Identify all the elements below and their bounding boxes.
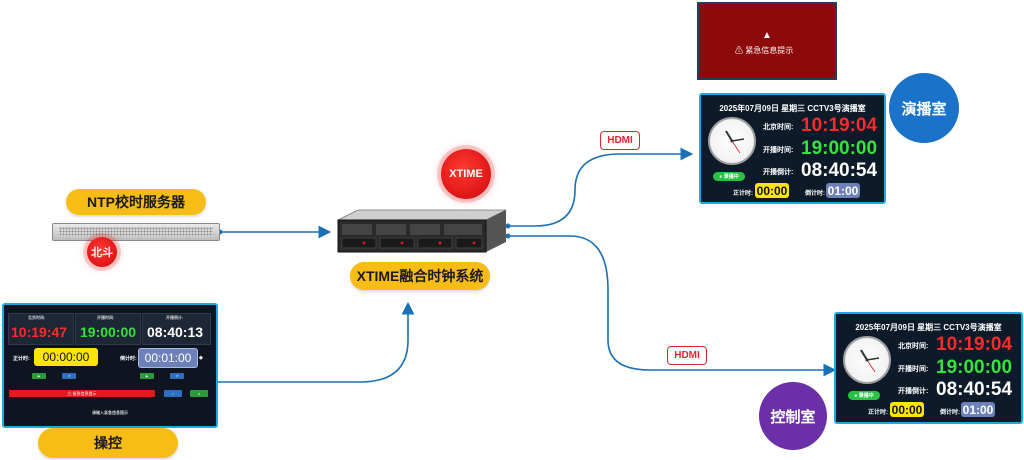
control-display-title: 2025年07月09日 星期三 CCTV3号演播室 <box>855 323 1002 332</box>
panel-countdown: 08:40:13 <box>147 324 204 340</box>
panel-timer-reset-button[interactable]: ↺ <box>62 373 76 379</box>
broadcast-clock <box>708 117 756 165</box>
panel-bj-label: 北京时间: <box>28 315 46 320</box>
control-clock <box>843 336 891 384</box>
ntp-server-label: NTP校时服务器 <box>66 189 206 215</box>
control-count: 01:00 <box>961 402 995 417</box>
broadcast-start-label: 开播时间: <box>763 147 794 154</box>
panel-count-start-button[interactable]: ▶ <box>140 373 154 379</box>
emergency-alert-screen: ▲ ⚠ 紧急信息提示 <box>697 2 837 80</box>
control-status-badge: ● 录播中 <box>848 391 880 400</box>
broadcast-countdown: 08:40:54 <box>801 160 878 181</box>
panel-timer-label: 正计时: <box>13 356 30 362</box>
control-count-label: 倒计时: <box>940 410 960 416</box>
panel-countdown-label: 开播倒计: <box>166 315 184 320</box>
broadcast-timer: 00:00 <box>755 183 789 198</box>
xtime-logo: XTIME <box>441 149 491 199</box>
control-bj-label: 北京时间: <box>898 343 929 350</box>
broadcast-bj-time: 10:19:04 <box>801 115 878 136</box>
broadcast-count: 01:00 <box>826 183 860 198</box>
broadcast-room-display: 2025年07月09日 星期三 CCTV3号演播室 ● 录播中 北京时间: 10… <box>699 93 886 204</box>
panel-start-time: 19:00:00 <box>80 324 137 340</box>
panel-timer-start-button[interactable]: ▶ <box>32 373 46 379</box>
panel-emergency-button[interactable]: ⚠ 紧急信息提示 <box>9 390 155 397</box>
panel-start-label: 开播时间: <box>97 315 115 320</box>
broadcast-countdown-label: 开播倒计: <box>763 169 794 176</box>
panel-send-button[interactable]: ✓ <box>164 390 182 397</box>
ntp-server-rack <box>52 223 220 241</box>
hdmi-label-bottom: HDMI <box>667 346 707 365</box>
emergency-text: ⚠ 紧急信息提示 <box>735 46 794 55</box>
xtime-to-broadcast-line <box>508 147 694 227</box>
panel-count-input[interactable]: 00:01:00 <box>138 348 198 368</box>
panel-bj-time: 10:19:47 <box>11 324 68 340</box>
control-to-xtime-line <box>215 301 415 383</box>
control-countdown-label: 开播倒计: <box>898 388 929 395</box>
broadcast-count-label: 倒计时: <box>805 191 825 197</box>
broadcast-start-time: 19:00:00 <box>801 138 878 159</box>
beidou-badge: 北斗 <box>87 237 117 267</box>
broadcast-bj-label: 北京时间: <box>763 124 794 131</box>
hdmi-label-top: HDMI <box>600 131 640 150</box>
control-timer-label: 正计时: <box>868 410 888 416</box>
broadcast-room-badge: 演播室 <box>889 73 959 143</box>
control-label: 操控 <box>38 428 178 458</box>
xtime-server <box>334 208 508 254</box>
broadcast-display-title: 2025年07月09日 星期三 CCTV3号演播室 <box>719 104 866 113</box>
xtime-to-control-line <box>508 235 837 377</box>
control-room-display: 2025年07月09日 星期三 CCTV3号演播室 ● 录播中 北京时间: 10… <box>834 312 1023 424</box>
control-timer: 00:00 <box>890 402 924 417</box>
control-bj-time: 10:19:04 <box>936 334 1013 355</box>
panel-count-reset-button[interactable]: ↺ <box>170 373 184 379</box>
broadcast-timer-label: 正计时: <box>733 191 753 197</box>
xtime-system-label: XTIME融合时钟系统 <box>350 262 490 290</box>
control-countdown: 08:40:54 <box>936 379 1013 400</box>
panel-count-label: 倒计时: <box>120 356 137 362</box>
control-panel-screen: 北京时间: 10:19:47 开播时间: 19:00:00 开播倒计: 08:4… <box>2 303 218 428</box>
control-start-label: 开播时间: <box>898 366 929 373</box>
control-room-badge: 控制室 <box>759 382 827 450</box>
warning-icon: ▲ <box>762 30 772 41</box>
broadcast-status-badge: ● 录播中 <box>713 172 745 181</box>
panel-footer-text: 请输入紧急信息提示 <box>92 410 128 415</box>
panel-timer-input[interactable]: 00:00:00 <box>34 348 98 366</box>
control-start-time: 19:00:00 <box>936 357 1013 378</box>
panel-clear-button[interactable]: ✕ <box>190 390 208 397</box>
